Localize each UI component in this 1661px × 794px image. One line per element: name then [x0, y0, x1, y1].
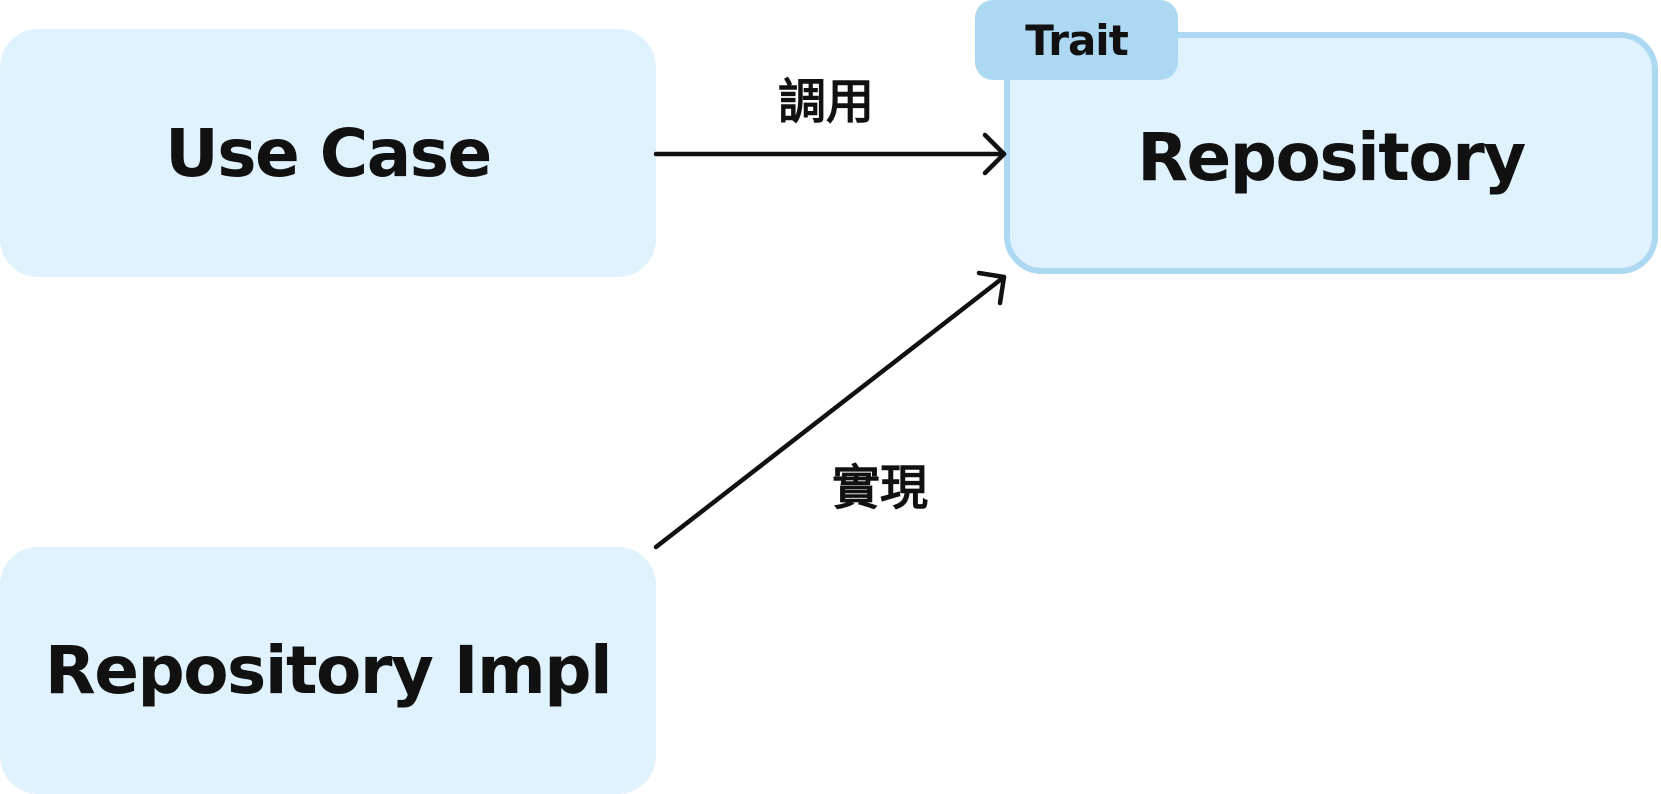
use-case-node: Use Case — [0, 29, 656, 277]
repository-impl-node: Repository Impl — [0, 547, 656, 794]
repository-impl-label: Repository Impl — [44, 632, 613, 709]
use-case-label: Use Case — [165, 114, 492, 192]
trait-tag-label: Trait — [1025, 15, 1129, 65]
implements-edge-label: 實現 — [832, 460, 929, 516]
trait-tag: Trait — [975, 0, 1178, 80]
implements-arrow — [653, 270, 1007, 550]
repository-label: Repository — [1137, 118, 1526, 196]
call-arrow — [653, 132, 1007, 176]
call-edge-label: 調用 — [778, 74, 875, 130]
